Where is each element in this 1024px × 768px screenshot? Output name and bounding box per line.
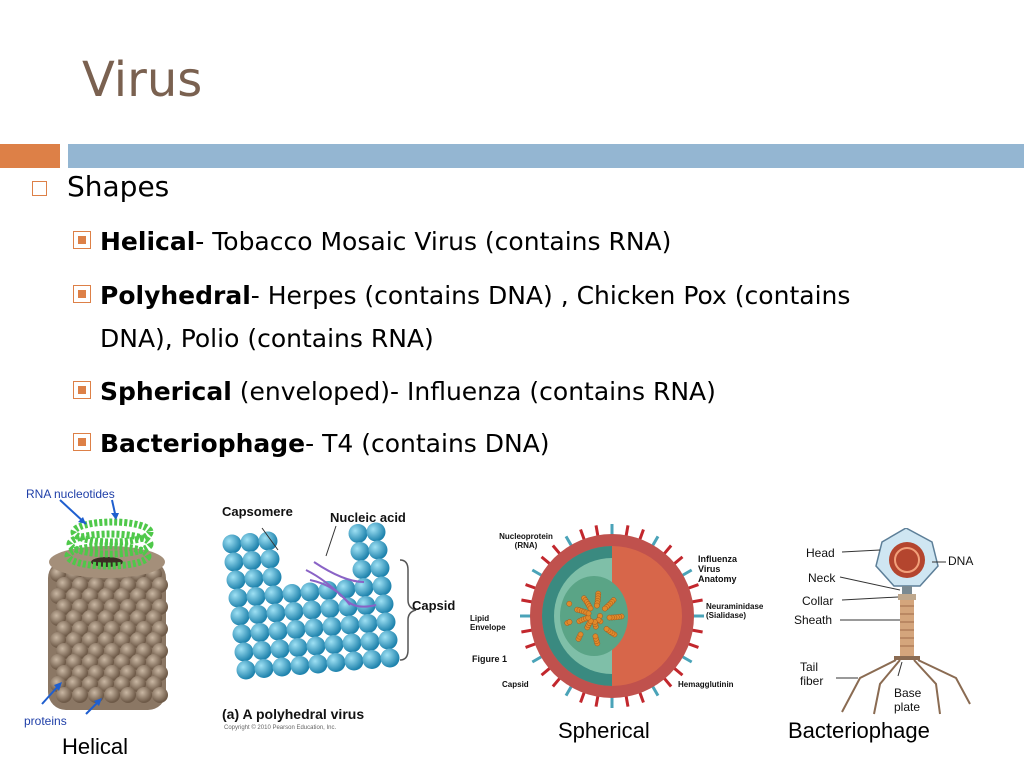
polyhedral-virus-figure: Capsomere Nucleic acid Capsid (a) A poly… (218, 500, 455, 736)
heading-text: Shapes (67, 170, 170, 203)
bullet-spherical: Spherical (enveloped)- Influenza (contai… (73, 370, 974, 413)
caption-bacteriophage: Bacteriophage (788, 718, 930, 743)
label-capsomere: Capsomere (222, 504, 293, 519)
slide-title: Virus (82, 52, 203, 108)
label-tail-fiber: Tail fiber (800, 660, 824, 688)
bullet-bacteriophage: Bacteriophage- T4 (contains DNA) (73, 422, 974, 465)
bullet-polyhedral: Polyhedral- Herpes (contains DNA) , Chic… (73, 274, 974, 360)
label-hemagglutinin: Hemagglutinin (678, 680, 734, 689)
bullet-helical: Helical- Tobacco Mosaic Virus (contains … (73, 220, 974, 263)
square-bullet-icon (73, 433, 91, 451)
bullet-text: - Herpes (contains DNA) , Chicken Pox (c… (250, 281, 851, 310)
label-head: Head (806, 546, 835, 560)
bullet-text: (enveloped)- Influenza (contains RNA) (231, 377, 716, 406)
bullet-term: Spherical (100, 377, 232, 406)
caption-helical: Helical (62, 734, 129, 759)
bullet-term: Polyhedral (100, 281, 251, 310)
bullet-text-continued: DNA), Polio (contains RNA) (100, 324, 434, 353)
label-nucleoprotein: Nucleoprotein (RNA) (499, 532, 553, 550)
label-figure-1: Figure 1 (472, 654, 508, 664)
bullet-text: - T4 (contains DNA) (305, 429, 550, 458)
bullet-text: - Tobacco Mosaic Virus (contains RNA) (195, 227, 672, 256)
accent-bar-orange (0, 144, 60, 168)
bullet-term: Bacteriophage (100, 429, 306, 458)
accent-bar-blue (68, 144, 1024, 168)
label-neuraminidase: Neuraminidase (Sialidase) (706, 602, 764, 620)
label-dna: DNA (948, 554, 974, 568)
label-proteins: proteins (24, 714, 67, 728)
heading-shapes: Shapes (32, 170, 169, 203)
square-bullet-icon (73, 285, 91, 303)
label-lipid-envelope: Lipid Envelope (470, 614, 506, 632)
label-copyright: Copyright © 2010 Pearson Education, Inc. (224, 725, 337, 731)
label-collar: Collar (802, 594, 834, 608)
spherical-virus-figure: Nucleoprotein (RNA) Influenza Virus Anat… (462, 524, 764, 714)
square-bullet-icon (73, 381, 91, 399)
caption-spherical: Spherical (558, 718, 650, 743)
label-nucleic-acid: Nucleic acid (330, 510, 406, 525)
label-capsid: Capsid (502, 680, 529, 689)
label-sheath: Sheath (794, 613, 833, 627)
label-base-plate: Base plate (894, 686, 922, 714)
bacteriophage-figure: Head DNA Neck Collar Sheath Tail fiber B… (790, 527, 980, 718)
label-capsid: Capsid (412, 598, 456, 613)
helical-virus-figure: RNA nucleotides proteins (20, 482, 180, 732)
label-polyhedral-caption: (a) A polyhedral virus (222, 706, 365, 722)
label-anatomy: Influenza Virus Anatomy (698, 554, 738, 584)
hollow-square-bullet-icon (32, 181, 47, 196)
bullet-term: Helical (100, 227, 196, 256)
label-rna-nucleotides: RNA nucleotides (26, 487, 115, 501)
square-bullet-icon (73, 231, 91, 249)
label-neck: Neck (808, 571, 836, 585)
